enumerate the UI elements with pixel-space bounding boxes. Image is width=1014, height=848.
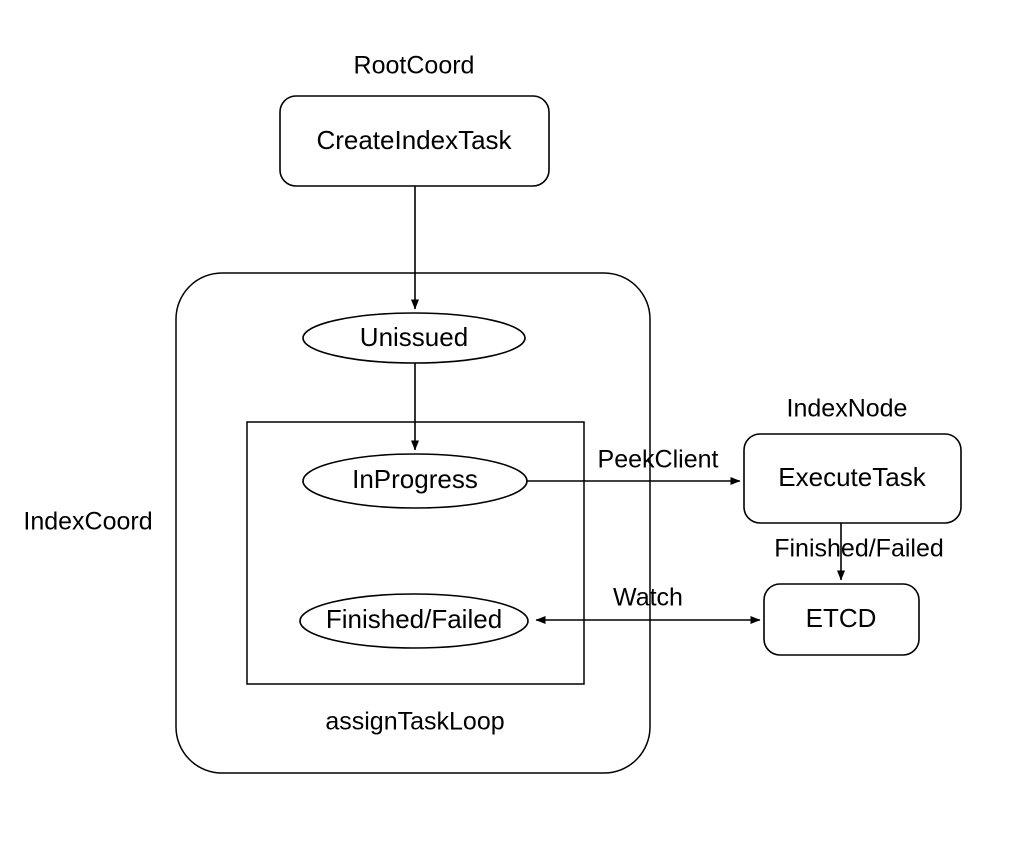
- node-unissued-shape: [302, 312, 526, 364]
- node-create-index-task-label: CreateIndexTask: [316, 125, 512, 155]
- node-create-index-task[interactable]: CreateIndexTask: [279, 95, 550, 187]
- node-execute-task-label: ExecuteTask: [778, 462, 926, 492]
- group-label-root-coord: RootCoord: [354, 52, 475, 80]
- group-label-assign-task-loop: assignTaskLoop: [325, 708, 504, 736]
- node-create-index-task-shape: [279, 95, 550, 187]
- node-finished-failed[interactable]: Finished/Failed: [299, 593, 529, 649]
- group-index-coord-container: [175, 272, 651, 774]
- node-unissued[interactable]: Unissued: [302, 312, 526, 364]
- node-execute-task-shape: [743, 433, 962, 524]
- edge-label-finished-failed: Finished/Failed: [774, 535, 944, 563]
- node-finished-failed-shape: [299, 593, 529, 649]
- node-in-progress-label: InProgress: [352, 464, 478, 494]
- group-label-index-node: IndexNode: [787, 395, 908, 423]
- group-label-index-coord: IndexCoord: [23, 508, 152, 536]
- node-etcd[interactable]: ETCD: [763, 583, 920, 656]
- node-etcd-shape: [763, 583, 920, 656]
- node-in-progress-shape: [302, 453, 528, 509]
- edge-label-watch: Watch: [613, 584, 683, 612]
- node-unissued-label: Unissued: [360, 322, 468, 352]
- node-in-progress[interactable]: InProgress: [302, 453, 528, 509]
- node-finished-failed-label: Finished/Failed: [326, 604, 502, 634]
- edge-label-peek-client: PeekClient: [598, 446, 719, 474]
- node-execute-task[interactable]: ExecuteTask: [743, 433, 962, 524]
- node-etcd-label: ETCD: [806, 603, 877, 633]
